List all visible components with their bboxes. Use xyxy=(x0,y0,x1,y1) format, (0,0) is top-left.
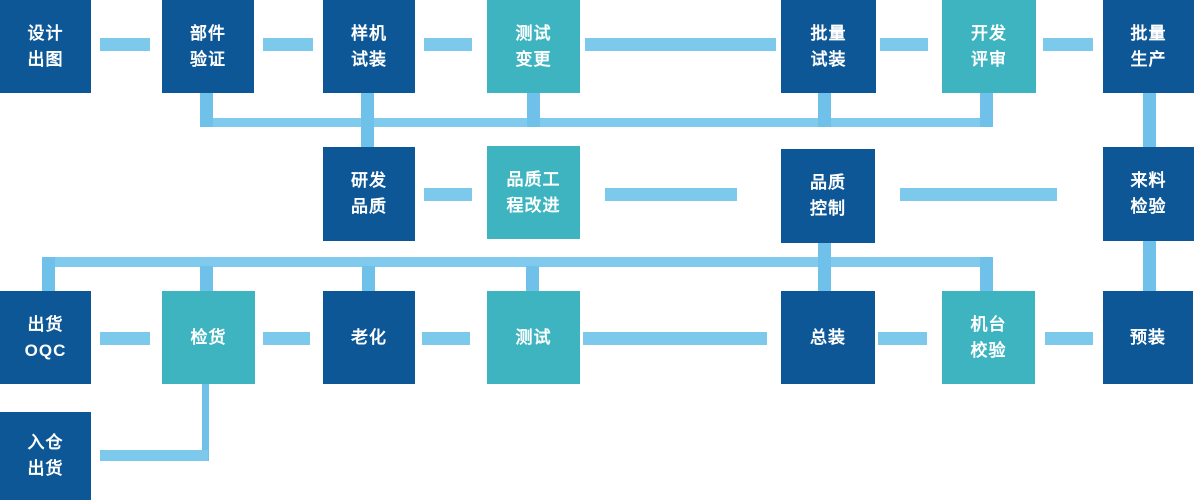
flow-node-label: 设计 xyxy=(27,23,64,43)
connector-line-testchange-to-batchtrial xyxy=(585,38,776,51)
flow-node-development-review: 开发评审 xyxy=(942,0,1036,93)
connector-dash-batchtrial-to-devreview xyxy=(880,38,928,51)
connector-line-to-warehouse xyxy=(100,450,208,461)
flow-node-shipment-oqc: 出货 OQC xyxy=(0,291,91,384)
connector-dash-goods-to-aging xyxy=(263,332,310,345)
connector-bus-lower xyxy=(42,257,993,267)
flow-node-label: 试装 xyxy=(810,49,847,69)
connector-stub-bus-to-calibration xyxy=(980,257,993,291)
flow-node-label: 测试 xyxy=(515,327,552,347)
flow-node-label: 品质 xyxy=(810,173,846,192)
flow-node-label: 出货 xyxy=(27,314,64,334)
connector-dash-devreview-to-massprod xyxy=(1043,38,1093,51)
flow-node-label: 评审 xyxy=(971,49,1007,69)
flow-node-label: 品质工 xyxy=(506,169,561,189)
flow-node-label: 部件 xyxy=(190,23,226,43)
flow-node-label: 预装 xyxy=(1130,327,1166,347)
flow-node-label: 出图 xyxy=(27,49,64,69)
flow-node-label: 入仓 xyxy=(27,433,64,452)
connector-stub-bus-to-oqc xyxy=(42,257,55,291)
flow-node-label: 开发 xyxy=(971,23,1007,43)
flow-node-rd-quality: 研发品质 xyxy=(323,147,415,241)
connector-line-testing-to-finalassembly xyxy=(583,332,767,345)
flow-node-quality-engineering-improvement: 品质工程改进 xyxy=(487,146,580,239)
flow-node-label: 样机 xyxy=(351,23,387,43)
flow-node-prototype-trial-assembly: 样机试装 xyxy=(323,0,415,93)
flow-node-warehouse-shipping: 入仓出货 xyxy=(0,412,91,500)
connector-stub-bus-to-goods xyxy=(200,266,213,291)
flow-node-aging: 老化 xyxy=(323,291,415,384)
flow-node-mass-production: 批量生产 xyxy=(1103,0,1194,93)
flow-node-design-drawing: 设计出图 xyxy=(0,0,91,93)
flow-node-label: 控制 xyxy=(810,199,846,218)
connector-stub-incoming-to-preassembly xyxy=(1143,241,1156,291)
flow-node-label: 研发 xyxy=(351,171,387,190)
flow-node-component-verification: 部件验证 xyxy=(162,0,254,93)
flow-node-label: 总装 xyxy=(810,327,846,347)
flow-node-label: 生产 xyxy=(1130,49,1167,69)
flow-node-goods-inspection: 检货 xyxy=(162,291,255,384)
flow-node-label: 批量 xyxy=(1130,23,1167,43)
flow-node-label: 出货 xyxy=(27,459,64,478)
connector-line-goods-down xyxy=(202,384,209,461)
connector-line-qualityeng-to-qualityctrl xyxy=(605,188,737,201)
connector-stub-massprod-to-incoming xyxy=(1143,93,1156,147)
flow-node-label: 批量 xyxy=(810,23,847,43)
flow-node-final-assembly: 总装 xyxy=(781,291,875,384)
connector-stub-testchange-to-bus xyxy=(527,93,540,127)
connector-stub-bus-to-aging xyxy=(362,266,375,291)
flow-node-label: 程改进 xyxy=(506,195,561,215)
connector-dash-prototype-to-testchange xyxy=(424,38,472,51)
flow-node-label: 来料 xyxy=(1130,171,1167,190)
connector-stub-bus-to-testing xyxy=(526,266,539,291)
flow-node-label: 变更 xyxy=(515,49,552,69)
connector-stub-prototype-to-rdquality xyxy=(361,93,374,147)
connector-stub-batchtrial-to-bus xyxy=(818,93,831,127)
connector-bus-upper xyxy=(202,118,993,127)
flow-node-label: 检货 xyxy=(190,327,227,347)
connector-stub-component-to-bus xyxy=(200,93,213,127)
flow-node-label: 试装 xyxy=(351,49,387,69)
connector-stub-devreview-to-bus xyxy=(980,93,993,127)
connector-dash-final-to-calibration xyxy=(878,332,927,345)
flow-node-pre-assembly: 预装 xyxy=(1103,291,1193,384)
flow-node-label: OQC xyxy=(24,340,67,360)
flow-node-machine-calibration: 机台校验 xyxy=(942,291,1035,384)
flow-node-label: 品质 xyxy=(351,197,387,216)
flow-node-label: 老化 xyxy=(351,327,387,347)
connector-line-qualityctrl-to-incoming xyxy=(900,188,1057,201)
connector-dash-component-to-prototype xyxy=(263,38,313,51)
flow-node-label: 机台 xyxy=(970,314,1007,334)
flow-node-test-change: 测试变更 xyxy=(487,0,580,93)
connector-dash-rdquality-to-qualityeng xyxy=(424,188,472,201)
flow-node-label: 测试 xyxy=(515,23,552,43)
flow-node-quality-control: 品质控制 xyxy=(781,149,875,243)
connector-dash-calibration-to-preassembly xyxy=(1045,332,1093,345)
connector-dash-oqc-to-goods xyxy=(100,332,150,345)
flow-node-testing: 测试 xyxy=(487,291,580,384)
flow-node-label: 检验 xyxy=(1130,197,1167,216)
flow-node-label: 校验 xyxy=(970,340,1007,360)
flow-node-label: 验证 xyxy=(190,49,226,69)
connector-dash-aging-to-testing xyxy=(422,332,470,345)
flow-node-batch-trial-assembly: 批量试装 xyxy=(781,0,876,93)
flow-node-incoming-inspection: 来料检验 xyxy=(1103,147,1194,241)
connector-stub-qualityctrl-to-final xyxy=(818,243,831,291)
connector-dash-design-to-component xyxy=(100,38,150,51)
